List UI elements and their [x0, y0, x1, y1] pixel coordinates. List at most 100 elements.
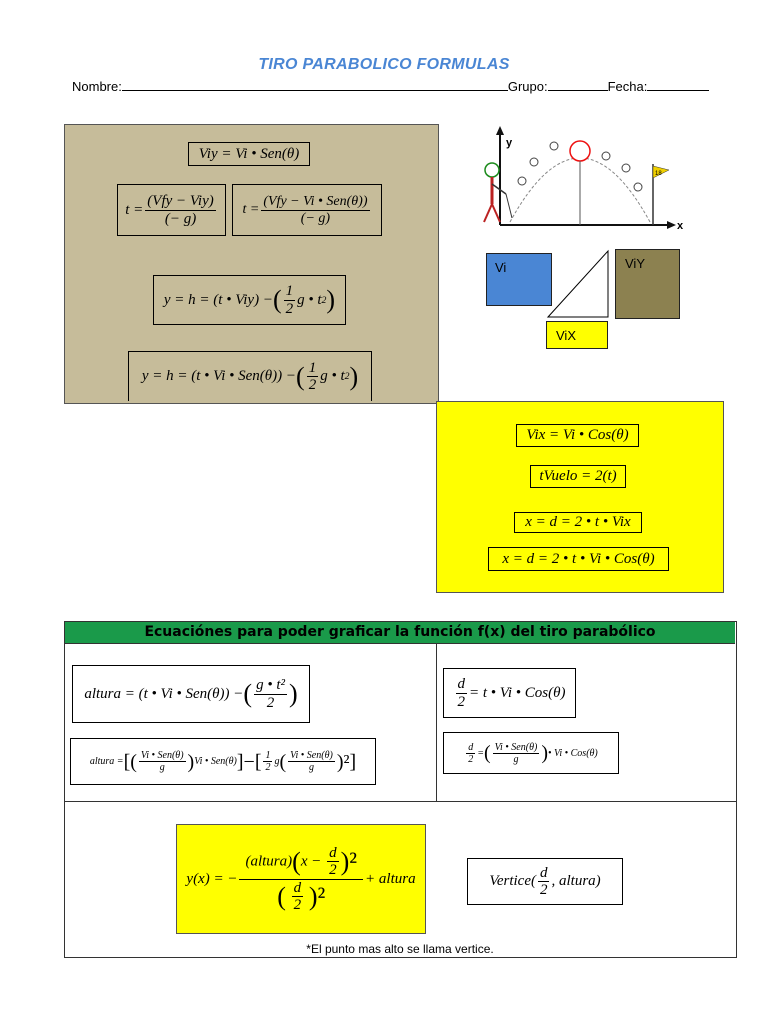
- d2-fraction: d 2: [466, 741, 476, 765]
- yx-rhs: + altura: [365, 870, 416, 887]
- y2-close-paren: ): [349, 361, 359, 391]
- altura2-g: g: [274, 756, 280, 767]
- yx-num-b: x −: [300, 852, 322, 869]
- yx-numerator: (altura)(x − d 2 )²: [239, 845, 364, 880]
- altura2-half-den: 2: [265, 762, 271, 773]
- column-divider: [436, 643, 437, 801]
- y1-exponent: 2: [321, 294, 327, 306]
- yx-num-dfrac: d 2: [327, 845, 339, 879]
- x-axis-arrow: [667, 221, 676, 229]
- figure-leg-left: [483, 203, 493, 223]
- altura2-num-1: Vi • Sen(θ): [138, 750, 186, 762]
- yx-den-dfrac: d 2: [291, 879, 304, 914]
- altura2-half: 1 2: [263, 750, 273, 773]
- y2-exponent: 2: [344, 371, 350, 382]
- yx-num-2: 2: [329, 862, 337, 878]
- altura2-fraction-1: Vi • Sen(θ) g: [138, 750, 186, 773]
- y1-frac-den: 2: [285, 300, 294, 317]
- altura2-part-b: Vi • Sen(θ): [194, 756, 237, 767]
- vix-box: ViX: [546, 321, 608, 349]
- yx-den-close: )²: [308, 881, 326, 911]
- y1-part-b: g • t: [297, 291, 322, 308]
- t2-lhs: t =: [242, 202, 260, 217]
- t2-fraction: (Vfy − Vi • Sen(θ)) (− g): [261, 194, 370, 226]
- vertical-formulas-panel: [64, 124, 439, 404]
- page-title: TIRO PARABOLICO FORMULAS: [258, 56, 510, 73]
- vertex-ball: [569, 140, 591, 162]
- tvuelo-formula: tVuelo = 2(t): [530, 465, 626, 488]
- altura1-close-paren: ): [288, 679, 298, 708]
- ball-1: [517, 176, 527, 186]
- triangle-shape: [546, 249, 609, 318]
- y2-part-a: y = h = (t • Vi • Sen(θ)) −: [141, 368, 297, 384]
- flag-icon: [652, 165, 670, 179]
- altura-formula-1: altura = (t • Vi • Sen(θ)) − ( g • t² 2 …: [72, 665, 310, 723]
- altura2-paren-close-2: )²]: [336, 750, 357, 773]
- viy-formula: Viy = Vi • Sen(θ): [188, 142, 310, 166]
- d2-inner-fraction: Vi • Sen(θ) g: [492, 741, 540, 765]
- nombre-field[interactable]: [121, 78, 508, 91]
- y-axis-label: y: [506, 137, 513, 149]
- altura1-open-paren: (: [243, 679, 253, 708]
- vertice-formula: Vertice( d 2 , altura): [467, 858, 623, 905]
- d2-close-paren: ): [541, 742, 548, 764]
- graph-equations-table: [64, 621, 737, 958]
- yx-num-a: (altura): [245, 852, 293, 869]
- y2-frac-num: 1: [306, 359, 319, 377]
- d2-open-paren: (: [483, 742, 491, 764]
- grupo-label: Grupo:: [507, 79, 548, 94]
- t1-fraction: (Vfy − Viy) (− g): [145, 193, 216, 227]
- y2-fraction: 1 2: [306, 359, 319, 394]
- d1-num: d: [455, 676, 468, 694]
- yx-den-d: d: [291, 879, 304, 897]
- figure-head: [484, 162, 500, 178]
- yx-num-close: )²: [340, 846, 358, 876]
- yx-denominator: ( d 2 )²: [275, 880, 327, 914]
- horizontal-formulas-panel: [436, 401, 724, 593]
- altura2-num-2: Vi • Sen(θ): [288, 750, 335, 762]
- vertice-part-b: , altura): [551, 873, 601, 889]
- y-axis-arrow: [496, 126, 504, 135]
- viy-label: ViY: [625, 256, 645, 271]
- vertice-den: 2: [539, 882, 548, 898]
- d-half-formula-1: d 2 = t • Vi • Cos(θ): [443, 668, 576, 718]
- yx-lhs: y(x) = −: [186, 870, 238, 887]
- d1-rhs: = t • Vi • Cos(θ): [469, 684, 566, 701]
- vector-triangle: [546, 249, 609, 318]
- y1-part-a: y = h = (t • Viy) −: [163, 291, 273, 308]
- altura1-num: g • t²: [254, 677, 287, 695]
- grupo-field[interactable]: [547, 78, 608, 91]
- d2-den: 2: [468, 753, 474, 765]
- d-half-formula-2: d 2 = ( Vi • Sen(θ) g ) • Vi • Cos(θ): [443, 732, 619, 774]
- vertice-note: *El punto mas alto se llama vertice.: [306, 942, 494, 956]
- d2-equals: =: [477, 747, 484, 759]
- d2-num: d: [466, 741, 476, 754]
- yx-den-2: 2: [293, 897, 302, 913]
- x-formula-2: x = d = 2 • t • Vi • Cos(θ): [488, 547, 669, 571]
- d2-rhs: • Vi • Cos(θ): [547, 747, 598, 759]
- y2-open-paren: (: [296, 361, 305, 391]
- d2-inner-num: Vi • Sen(θ): [492, 741, 540, 754]
- t2-den: (− g): [300, 210, 331, 226]
- ball-3: [549, 141, 559, 151]
- t1-lhs: t =: [125, 201, 144, 218]
- yx-fraction: (altura)(x − d 2 )² ( d 2 )²: [239, 845, 364, 914]
- fecha-label: Fecha:: [607, 79, 648, 94]
- name-line: Nombre:Grupo:Fecha:: [72, 78, 710, 94]
- ball-5: [621, 163, 631, 173]
- y2-part-b: g • t: [320, 368, 345, 384]
- yx-den-open: (: [277, 881, 286, 911]
- t-formula-1: t = (Vfy − Viy) (− g): [117, 184, 226, 236]
- flag-number: 18: [655, 171, 662, 177]
- vix-formula: Vix = Vi • Cos(θ): [516, 424, 639, 447]
- altura2-den-2: g: [308, 762, 314, 773]
- ball-6: [633, 182, 643, 192]
- fecha-field[interactable]: [647, 78, 710, 91]
- y2-frac-den: 2: [308, 377, 317, 393]
- vertice-fraction: d 2: [537, 865, 550, 899]
- yx-num-open: (: [292, 846, 301, 876]
- projectile-diagram: y x 18: [483, 126, 684, 232]
- yx-formula: y(x) = − (altura)(x − d 2 )² ( d 2 )² + …: [176, 824, 426, 934]
- y1-open-paren: (: [272, 285, 282, 314]
